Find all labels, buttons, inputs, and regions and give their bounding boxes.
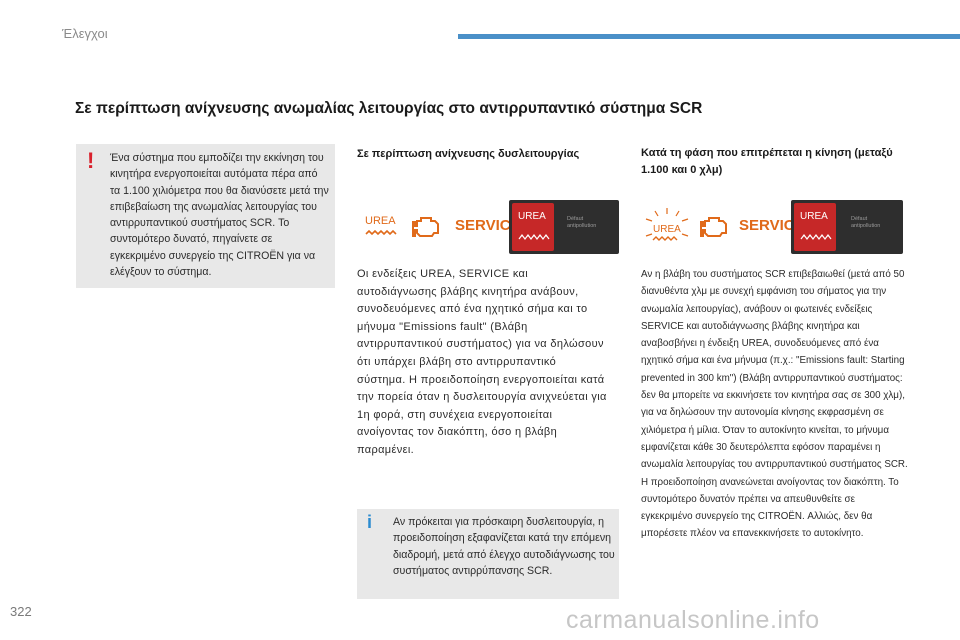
urea-flashing-label: UREA xyxy=(653,224,681,235)
section-header: Έλεγχοι xyxy=(62,26,108,41)
driving-phase-body-text: Αν η βλάβη του συστήματος SCR επιβεβαιωθ… xyxy=(641,269,908,540)
header-rule xyxy=(458,34,960,39)
urea-warning-tile: UREA xyxy=(512,203,554,251)
info-box xyxy=(357,509,619,599)
engine-fault-icon-2 xyxy=(699,208,735,244)
instrument-display: UREA Défaut antipollution xyxy=(509,200,619,254)
warning-text: Ένα σύστημα που εμποδίζει την εκκίνηση τ… xyxy=(110,152,329,279)
info-text: Αν πρόκειται για πρόσκαιρη δυσλειτουργία… xyxy=(393,516,615,577)
urea-indicator-icon: UREA xyxy=(363,212,403,242)
column-malfunction-heading: Σε περίπτωση ανίχνευσης δυσλειτουργίας xyxy=(357,148,580,160)
urea-indicator-label: UREA xyxy=(365,215,396,227)
column-driving-phase-heading: Κατά τη φάση που επιτρέπεται η κίνηση (μ… xyxy=(641,147,893,176)
display-message: Défaut antipollution xyxy=(567,216,597,229)
engine-fault-icon xyxy=(411,208,447,244)
watermark: carmanualsonline.info xyxy=(566,606,820,634)
indicator-panel-malfunction: UREA SERVICE UREA Défaut antipollution xyxy=(357,200,619,254)
warning-exclamation-icon: ! xyxy=(87,148,95,173)
urea-flashing-indicator-icon: UREA xyxy=(643,206,691,248)
instrument-display-2: UREA Défaut antipollution xyxy=(791,200,903,254)
malfunction-body-text: Οι ενδείξεις UREA, SERVICE και αυτοδιάγν… xyxy=(357,268,607,456)
display-message-2: Défaut antipollution xyxy=(851,216,881,229)
service-indicator-2: SERVICE xyxy=(739,217,805,234)
page-number: 322 xyxy=(10,604,32,619)
warning-box xyxy=(76,144,335,288)
indicator-panel-driving-phase: UREA SERVICE UREA Défaut antipollution xyxy=(641,200,903,254)
info-icon: i xyxy=(367,512,373,532)
urea-warning-tile-2: UREA xyxy=(794,203,836,251)
page-title: Σε περίπτωση ανίχνευσης ανωμαλίας λειτου… xyxy=(75,100,703,117)
service-indicator: SERVICE xyxy=(455,217,521,234)
